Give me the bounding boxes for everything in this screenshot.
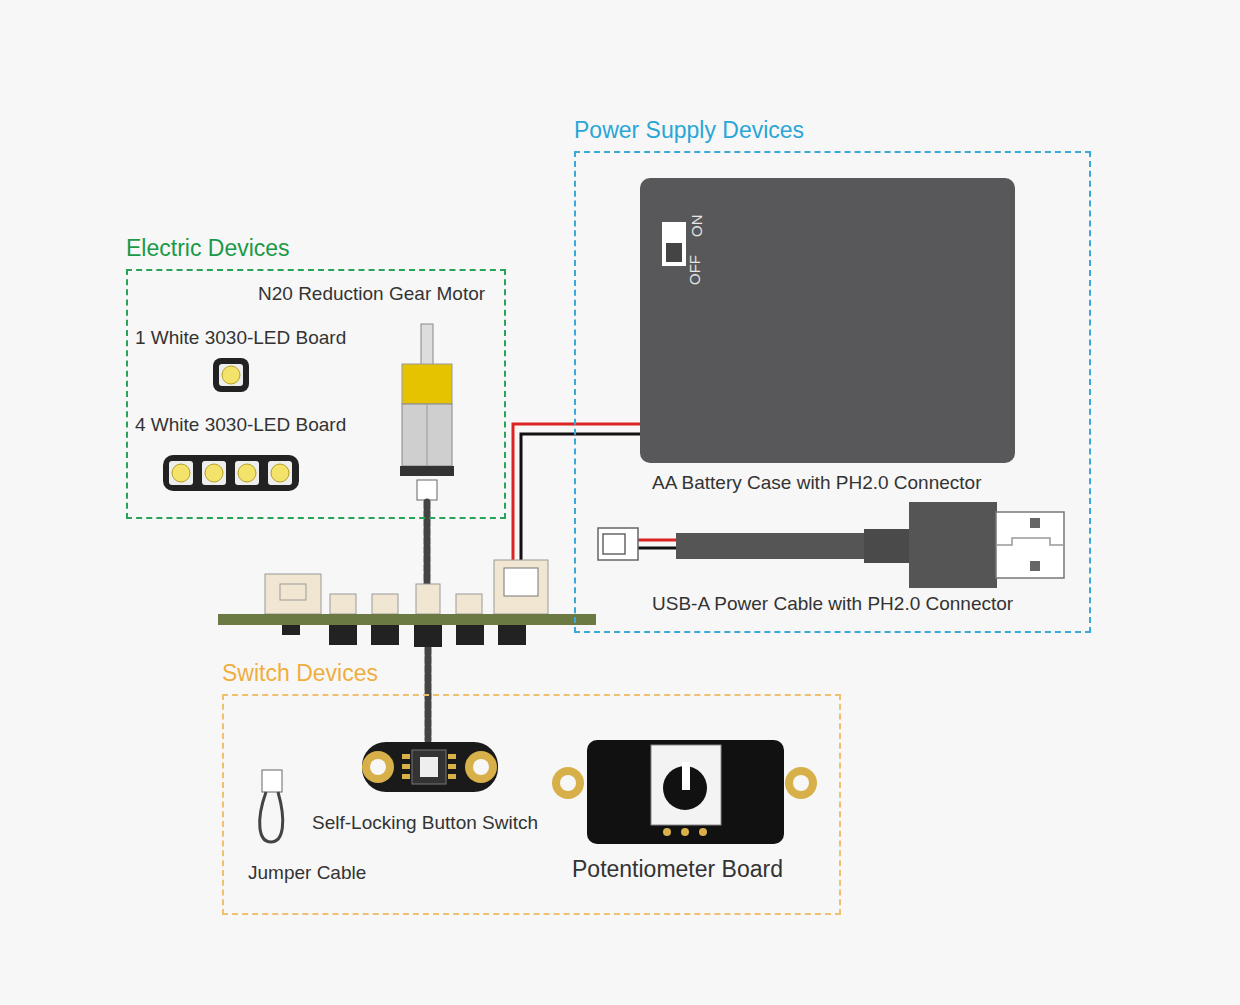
usb-cable: [598, 502, 1064, 588]
part-label: 1 White 3030-LED Board: [135, 327, 346, 350]
part-label: ON: [688, 214, 706, 237]
controller-board: [218, 560, 596, 647]
potentiometer: [552, 740, 817, 844]
device-group: Power Supply Devices: [574, 151, 1091, 633]
part-label: OFF: [686, 255, 704, 285]
device-group: Electric Devices: [126, 269, 506, 519]
group-heading: Power Supply Devices: [574, 117, 804, 144]
button-switch: [362, 742, 498, 792]
part-label: AA Battery Case with PH2.0 Connector: [652, 472, 982, 495]
led-board-1: [213, 358, 249, 392]
group-heading: Electric Devices: [126, 235, 290, 262]
group-heading: Switch Devices: [222, 660, 378, 687]
part-label: Self-Locking Button Switch: [312, 812, 538, 835]
part-label: 4 White 3030-LED Board: [135, 414, 346, 437]
part-label: N20 Reduction Gear Motor: [258, 283, 485, 306]
part-label: Jumper Cable: [248, 862, 366, 885]
gear-motor: [400, 324, 454, 500]
part-label: USB-A Power Cable with PH2.0 Connector: [652, 593, 1013, 616]
led-board-4: [163, 455, 299, 491]
battery-wires: [513, 424, 640, 566]
part-label: Potentiometer Board: [572, 856, 783, 884]
jumper-cable: [260, 770, 283, 842]
battery-case: [640, 178, 1015, 463]
